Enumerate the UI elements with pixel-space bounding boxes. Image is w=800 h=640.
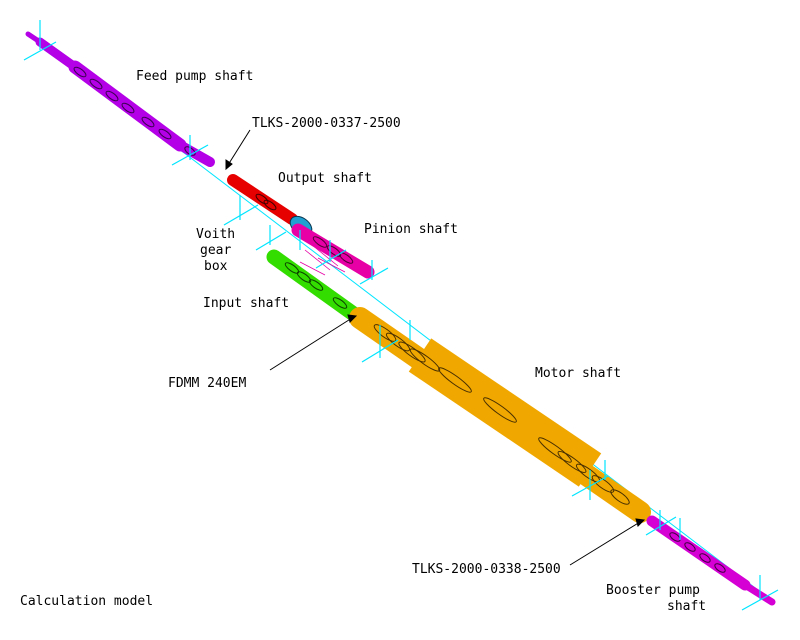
leader-arrows (225, 129, 646, 566)
output-shaft-label: Output shaft (278, 171, 372, 186)
input-shaft (266, 249, 363, 323)
gearbox-label-line1: Voith (196, 227, 235, 242)
motor-shaft (349, 307, 651, 523)
bearing-support-markers (23, 20, 779, 611)
pinion-shaft-label: Pinion shaft (364, 222, 458, 237)
model-caption: Calculation model (20, 594, 153, 609)
output-shaft (227, 174, 298, 225)
feed-pump-shaft-label: Feed pump shaft (136, 69, 253, 84)
gearbox-label-line3: box (204, 259, 228, 274)
gearbox-label-line2: gear (200, 243, 231, 258)
booster-pump-shaft-label-line2: shaft (667, 599, 706, 614)
gear-mesh-links (299, 244, 346, 276)
booster-pump-shaft (646, 515, 776, 606)
coupling-mid-label: FDMM 240EM (168, 376, 246, 391)
booster-pump-shaft-label-line1: Booster pump (606, 583, 700, 598)
coupling-top-label: TLKS-2000-0337-2500 (252, 116, 401, 131)
coupling-bottom-label: TLKS-2000-0338-2500 (412, 562, 561, 577)
motor-shaft-label: Motor shaft (535, 366, 621, 381)
feed-pump-shaft (25, 31, 215, 167)
input-shaft-label: Input shaft (203, 296, 289, 311)
